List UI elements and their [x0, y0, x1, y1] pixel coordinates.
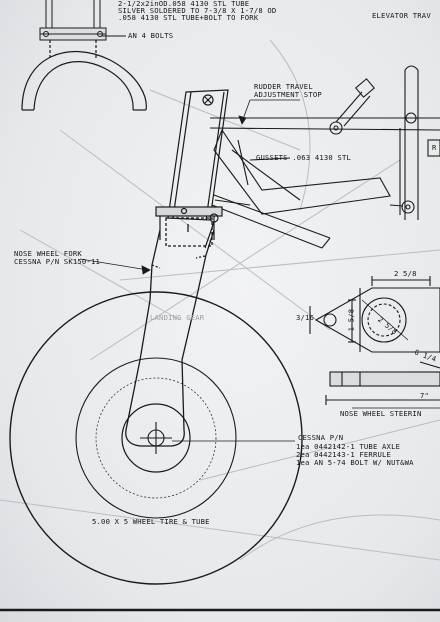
elevator-note: ELEVATOR TRAV [372, 11, 431, 20]
gussets-note: GUSSETS .063 4130 STL [256, 153, 352, 162]
fork-note-line2: CESSNA P/N SK150-11 [14, 257, 101, 266]
fork-arch [21, 40, 147, 111]
landing-gear-ghost-label: LANDING GEAR [150, 313, 205, 322]
dim-top-width: 2 5/8 [394, 269, 417, 278]
nose-wheel [9, 291, 303, 585]
fork-leader [79, 258, 151, 275]
fork-note-line1: NOSE WHEEL FORK [14, 249, 82, 258]
steering-plate-detail [309, 276, 440, 369]
nose-wheel-fork [125, 217, 215, 447]
bolts-note: AN 4 BOLTS [128, 31, 174, 40]
steering-side-view [325, 371, 440, 409]
steering-note: NOSE WHEEL STEERIN [340, 409, 422, 418]
tube-note-line3: .058 4130 STL TUBE+BOLT TO FORK [118, 13, 259, 22]
gusset-braces [211, 128, 415, 249]
top-tube-assembly [39, 0, 126, 41]
part-ferrule: 2ea 0442143-1 FERRULE [296, 450, 392, 459]
cessna-pn-note: CESSNA P/N [298, 433, 344, 442]
rudder-note-line2: ADJUSTMENT STOP [254, 90, 322, 99]
tire-note: 5.00 X 5 WHEEL TIRE & TUBE [92, 517, 210, 526]
ghost-lines [0, 39, 440, 561]
tube-note-line1: 2-1/2x2inOD.058 4130 STL TUBE [118, 0, 250, 8]
rudder-stop-leader [238, 99, 300, 125]
rudder-note-line1: RUDDER TRAVEL [254, 82, 313, 91]
part-axle: 1ea 0442142-1 TUBE AXLE [296, 442, 401, 451]
part-bolt: 1ea AN 5-74 BOLT W/ NUT&WA [296, 458, 414, 467]
edge-letter: R [432, 143, 437, 152]
tube-note-line2: SILVER SOLDERED TO 7-3/8 X 1-7/8 OD [118, 6, 277, 15]
dim-plate-height: 1 5/8 [346, 308, 356, 332]
fuselage-frame [209, 65, 440, 220]
steering-post [155, 89, 229, 249]
dim-hole-size: 3/16 [296, 313, 315, 322]
dim-length: 7" [420, 391, 430, 400]
